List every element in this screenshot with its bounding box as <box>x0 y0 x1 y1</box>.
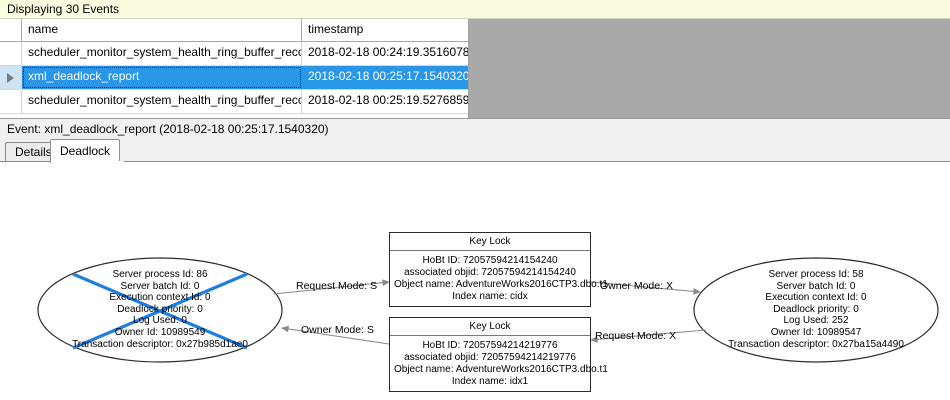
key-lock-lower-line-2: Object name: AdventureWorks2016CTP3.dbo.… <box>394 364 608 375</box>
key-lock-lower-title: Key Lock <box>390 318 590 336</box>
edge-label-right-owner: Owner Mode: X <box>600 280 673 292</box>
key-lock-upper-line-2: Object name: AdventureWorks2016CTP3.dbo.… <box>394 279 608 290</box>
cell-event-name: scheduler_monitor_system_health_ring_buf… <box>22 42 302 65</box>
edge-left-owner-line <box>280 325 390 345</box>
cell-event-name: xml_deadlock_report <box>22 66 302 89</box>
column-header-timestamp[interactable]: timestamp <box>308 22 364 36</box>
events-grid[interactable]: name timestamp scheduler_monitor_system_… <box>0 19 469 118</box>
row-selector-cell[interactable] <box>0 42 22 65</box>
events-panel: Displaying 30 Events name timestamp sche… <box>0 0 950 119</box>
tab-deadlock[interactable]: Deadlock <box>50 139 121 163</box>
row-selector-cell[interactable] <box>0 66 22 89</box>
active-tab-connector <box>51 161 124 163</box>
column-header-name[interactable]: name <box>22 19 302 41</box>
detail-tabstrip: Details Deadlock <box>0 139 950 163</box>
key-lock-lower-line-1: associated objid: 72057594214219776 <box>404 352 576 363</box>
deadlock-graph-svg <box>37 257 939 363</box>
resource-node-key-lock-upper[interactable]: Key Lock HoBt ID: 72057594214154240 asso… <box>389 232 608 307</box>
deadlock-graph-canvas[interactable]: Server process Id: 86 Server batch Id: 0… <box>0 162 950 400</box>
key-lock-lower-body: HoBt ID: 72057594214219776 associated ob… <box>390 336 608 391</box>
key-lock-upper-line-3: Index name: cidx <box>452 291 528 302</box>
table-row[interactable]: scheduler_monitor_system_health_ring_buf… <box>0 90 468 114</box>
tabstrip-divider <box>0 161 950 162</box>
edge-label-left-request: Request Mode: S <box>296 280 378 292</box>
key-lock-upper-line-1: associated objid: 72057594214154240 <box>404 267 576 278</box>
row-selector-cell[interactable] <box>0 90 22 113</box>
victim-cross-stroke-2 <box>72 272 248 350</box>
key-lock-upper-title: Key Lock <box>390 233 590 251</box>
table-row[interactable]: scheduler_monitor_system_health_ring_buf… <box>0 42 468 66</box>
table-row-selected[interactable]: xml_deadlock_report 2018-02-18 00:25:17.… <box>0 66 468 90</box>
edge-label-right-request: Request Mode: X <box>595 330 677 342</box>
key-lock-lower-line-0: HoBt ID: 72057594214219776 <box>422 340 558 351</box>
grid-header-row: name timestamp <box>0 19 468 42</box>
edge-right-request-line <box>589 329 707 343</box>
edge-right-owner-line <box>590 281 702 295</box>
resource-node-key-lock-lower[interactable]: Key Lock HoBt ID: 72057594214219776 asso… <box>389 317 608 392</box>
process-node-right-ellipse[interactable] <box>693 257 939 363</box>
cell-event-name: scheduler_monitor_system_health_ring_buf… <box>22 90 302 113</box>
event-detail-header: Event: xml_deadlock_report (2018-02-18 0… <box>0 119 950 139</box>
key-lock-upper-body: HoBt ID: 72057594214154240 associated ob… <box>390 251 608 306</box>
grid-empty-area <box>469 19 950 118</box>
edge-label-left-owner: Owner Mode: S <box>301 324 374 336</box>
cell-event-timestamp: 2018-02-18 00:24:19.3516078 <box>308 45 468 59</box>
cell-event-timestamp: 2018-02-18 00:25:19.5276859 <box>308 93 468 107</box>
grid-header-selector-cell <box>0 19 22 41</box>
current-row-arrow-icon <box>7 72 14 83</box>
key-lock-lower-line-3: Index name: idx1 <box>451 376 529 387</box>
edge-left-request-line <box>273 279 391 295</box>
events-count-caption: Displaying 30 Events <box>0 0 950 19</box>
key-lock-upper-line-0: HoBt ID: 72057594214154240 <box>422 255 558 266</box>
cell-event-timestamp: 2018-02-18 00:25:17.1540320 <box>302 66 468 89</box>
